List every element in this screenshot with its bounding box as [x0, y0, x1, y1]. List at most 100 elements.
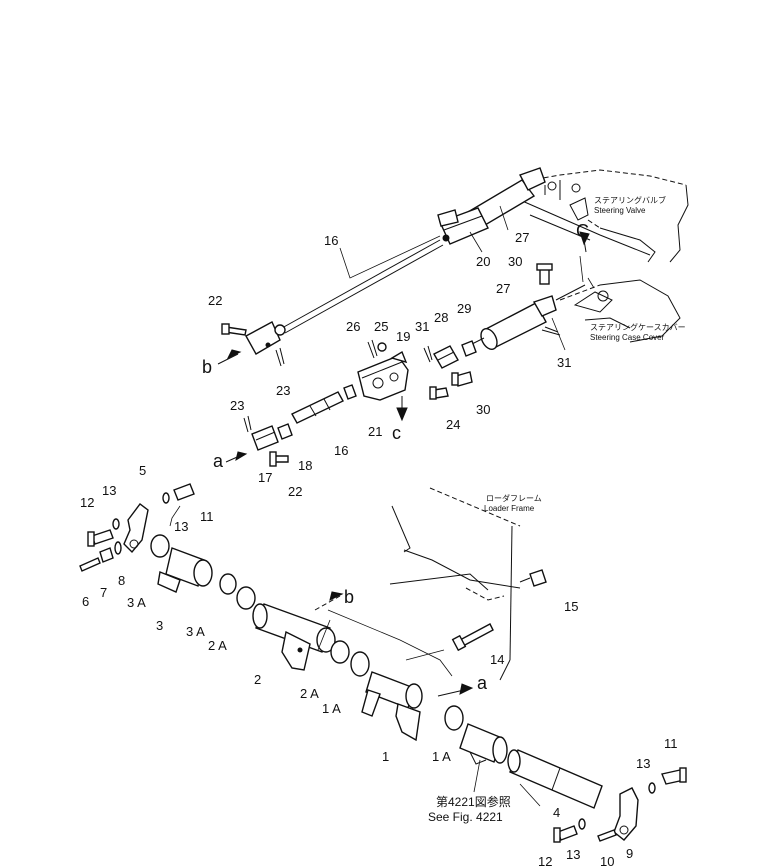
arrow-label-a: a: [213, 451, 224, 471]
part-number: 23: [276, 383, 290, 398]
part-number: 5: [139, 463, 146, 478]
bolt-24: [429, 386, 449, 400]
part-number: 7: [100, 585, 107, 600]
lever-shaft-1: [361, 671, 423, 742]
part-number: 10: [600, 854, 614, 867]
loader-frame-label-jp: ローダフレーム: [486, 493, 542, 503]
washer-13-c: [648, 782, 656, 794]
part-number: 22: [288, 484, 302, 499]
part-number: 3 A: [127, 595, 146, 610]
part-number: 2 A: [300, 686, 319, 701]
lever-5: [123, 503, 149, 554]
part-number: 21: [368, 424, 382, 439]
see-fig-label-en: See Fig. 4221: [428, 810, 503, 824]
part-number: 13: [102, 483, 116, 498]
part-number: 13: [174, 519, 188, 534]
bolt-22-upper: [221, 323, 247, 336]
part-number: 9: [626, 846, 633, 861]
part-number: 13: [566, 847, 580, 862]
washer-13-b: [112, 518, 120, 530]
screw-10: [597, 829, 617, 842]
arrow-label-b: b: [344, 587, 354, 607]
steering-cover-label-en: Steering Case Cover: [590, 333, 665, 342]
part-number: 15: [564, 599, 578, 614]
bolt-12-right: [553, 825, 578, 843]
bolt-22-lower: [269, 451, 289, 467]
long-rod-16: [281, 239, 444, 334]
washer-8: [114, 541, 122, 555]
arrow-label-b: b: [202, 357, 212, 377]
bushing-1a-right: [444, 705, 464, 731]
shaft-3: [157, 547, 213, 593]
part-number: 1: [382, 749, 389, 764]
part-number: 31: [557, 355, 571, 370]
bushing-2a-upper: [236, 586, 256, 610]
shaft-4: [507, 749, 603, 809]
part-number: 12: [80, 495, 94, 510]
bolt-11-left: [173, 483, 195, 501]
part-number: 26: [346, 319, 360, 334]
part-number: 8: [118, 573, 125, 588]
short-rod-16: [291, 391, 344, 424]
part-number: 3 A: [186, 624, 205, 639]
leader-lines: [169, 205, 595, 807]
nut-18: [277, 423, 293, 440]
part-number: 23: [230, 398, 244, 413]
washer-25: [377, 342, 387, 352]
bushing-1a-left: [350, 651, 370, 677]
part-number: 16: [324, 233, 338, 248]
part-number: 29: [457, 301, 471, 316]
lever-9: [613, 787, 639, 841]
part-number: 27: [515, 230, 529, 245]
arrow-label-c: c: [392, 423, 401, 443]
callouts: ステアリングバルブ Steering Valve ステアリングケースカバー St…: [428, 195, 686, 824]
part-numbers: 16 27 20 30 27 22 29 26 25 31 28 19 31 2…: [80, 230, 678, 867]
part-number: 22: [208, 293, 222, 308]
part-number: 1 A: [432, 749, 451, 764]
part-number: 4: [553, 805, 560, 820]
part-number: 30: [476, 402, 490, 417]
bushing-3a-left: [150, 534, 170, 558]
part-number: 2 A: [208, 638, 227, 653]
clip-31-left: [423, 345, 433, 363]
nut-21: [343, 384, 357, 400]
part-number: 28: [434, 310, 448, 325]
see-fig-label-jp: 第4221図参照: [436, 794, 511, 809]
part-number: 31: [415, 319, 429, 334]
bracket-19: [357, 350, 409, 401]
bushing-3a-right: [219, 573, 237, 595]
pin-26: [367, 339, 378, 359]
washer-13-d: [578, 818, 586, 830]
arrow-label-a: a: [477, 673, 488, 693]
part-number: 24: [446, 417, 460, 432]
bolt-30-upper: [536, 263, 553, 285]
steering-valve-outline: [519, 169, 689, 263]
clevis-17: [251, 425, 279, 451]
part-number: 12: [538, 854, 552, 867]
nut-29: [461, 340, 477, 357]
bolt-12-left: [87, 529, 114, 547]
bolt-14: [451, 623, 494, 652]
part-number: 13: [636, 756, 650, 771]
part-number: 11: [664, 736, 678, 751]
steering-cover-label-jp: ステアリングケースカバー: [590, 322, 686, 332]
lower-cylinder-27: [469, 284, 586, 351]
part-number: 6: [82, 594, 89, 609]
shaft-2: [252, 603, 336, 671]
rod-end-clevis: [245, 321, 286, 355]
part-number: 17: [258, 470, 272, 485]
bolt-11-right: [661, 767, 687, 785]
pin-23: [243, 415, 252, 433]
washer-13-a: [162, 492, 170, 504]
fig-4221-part: [459, 723, 508, 765]
pin-23-upper: [275, 347, 285, 367]
part-number: 1 A: [322, 701, 341, 716]
part-number: 16: [334, 443, 348, 458]
part-number: 27: [496, 281, 510, 296]
part-number: 30: [508, 254, 522, 269]
arrow-letters: b b a a c C: [202, 221, 589, 693]
part-number: 20: [476, 254, 490, 269]
steering-valve-label-en: Steering Valve: [594, 206, 646, 215]
clevis-28: [433, 345, 459, 369]
